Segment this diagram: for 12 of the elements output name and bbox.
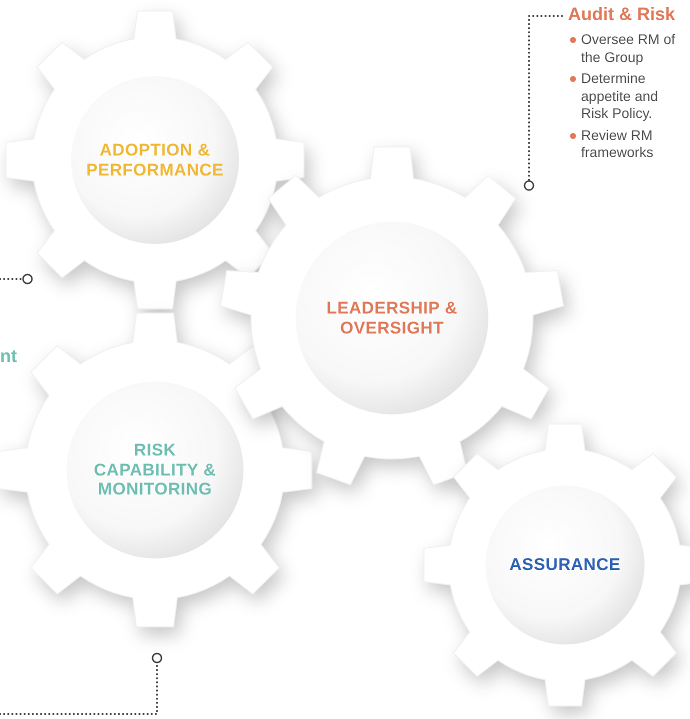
bullet-item: Review RM frameworks — [568, 126, 686, 162]
bullet-item: Determine appetite and Risk Policy. — [568, 70, 686, 122]
leader-line — [524, 15, 563, 191]
heading-fragment: nt — [0, 346, 17, 367]
section-heading: Audit & Risk — [568, 4, 676, 25]
leader-line — [0, 274, 33, 284]
leader-line — [0, 652, 162, 715]
gear-label: ASSURANCE — [509, 555, 621, 575]
gear-label: ADOPTION & PERFORMANCE — [86, 140, 224, 180]
bullet-item: Oversee RM of the Group — [568, 31, 686, 66]
gear-label: RISK CAPABILITY & MONITORING — [92, 440, 218, 500]
gear-label: LEADERSHIP & OVERSIGHT — [325, 298, 459, 338]
